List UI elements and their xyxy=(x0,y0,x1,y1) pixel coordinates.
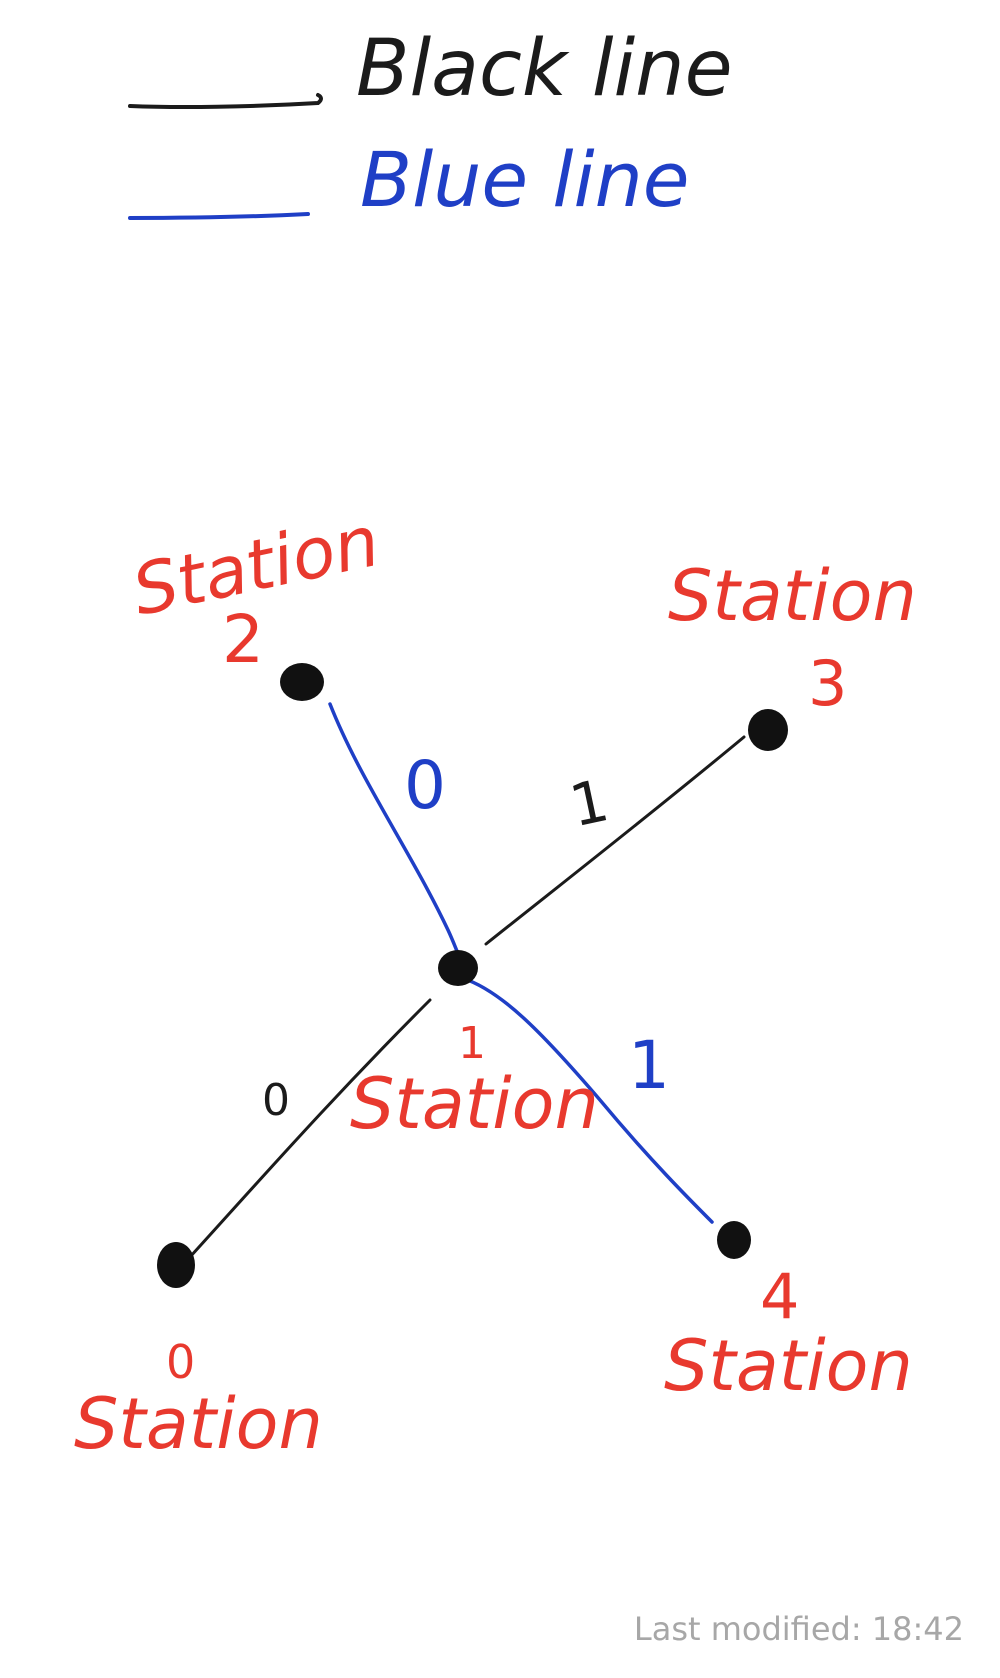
blue-line-segment-2-1 xyxy=(328,702,464,964)
legend-blue-line-sample xyxy=(128,212,310,220)
station-3-name: Station xyxy=(668,555,917,637)
station-nodes xyxy=(157,663,788,1288)
black-line-segment-1-3 xyxy=(484,735,746,946)
station-2-node xyxy=(280,663,324,701)
edge-label-black-1: 1 xyxy=(564,766,614,840)
station-1-number: 1 xyxy=(458,1018,486,1069)
station-labels: Station 2 Station 3 1 Station 0 Station … xyxy=(74,500,917,1465)
station-1-node xyxy=(438,950,478,986)
station-3-node xyxy=(748,709,788,751)
station-2-number: 2 xyxy=(222,601,264,678)
last-modified-timestamp: Last modified: 18:42 xyxy=(633,1610,964,1648)
legend-blue-line-label: Blue line xyxy=(360,135,690,224)
legend: Black line Blue line xyxy=(128,24,733,224)
station-4-name: Station xyxy=(664,1325,913,1407)
station-4-number: 4 xyxy=(760,1260,799,1333)
station-0-number: 0 xyxy=(166,1335,195,1389)
network-lines xyxy=(188,702,746,1259)
edge-label-black-0: 0 xyxy=(262,1075,290,1126)
legend-black-line-sample xyxy=(128,93,323,109)
station-4-node xyxy=(717,1221,751,1259)
edge-label-blue-1: 1 xyxy=(628,1027,670,1104)
station-1-name: Station xyxy=(350,1063,599,1145)
black-line-segment-0-1 xyxy=(188,998,432,1259)
station-0-node xyxy=(157,1242,195,1288)
edge-label-blue-0: 0 xyxy=(404,747,446,824)
blue-line-segment-1-4 xyxy=(460,976,714,1224)
station-3-number: 3 xyxy=(808,647,847,720)
legend-black-line-label: Black line xyxy=(356,24,733,114)
station-0-name: Station xyxy=(74,1383,323,1465)
